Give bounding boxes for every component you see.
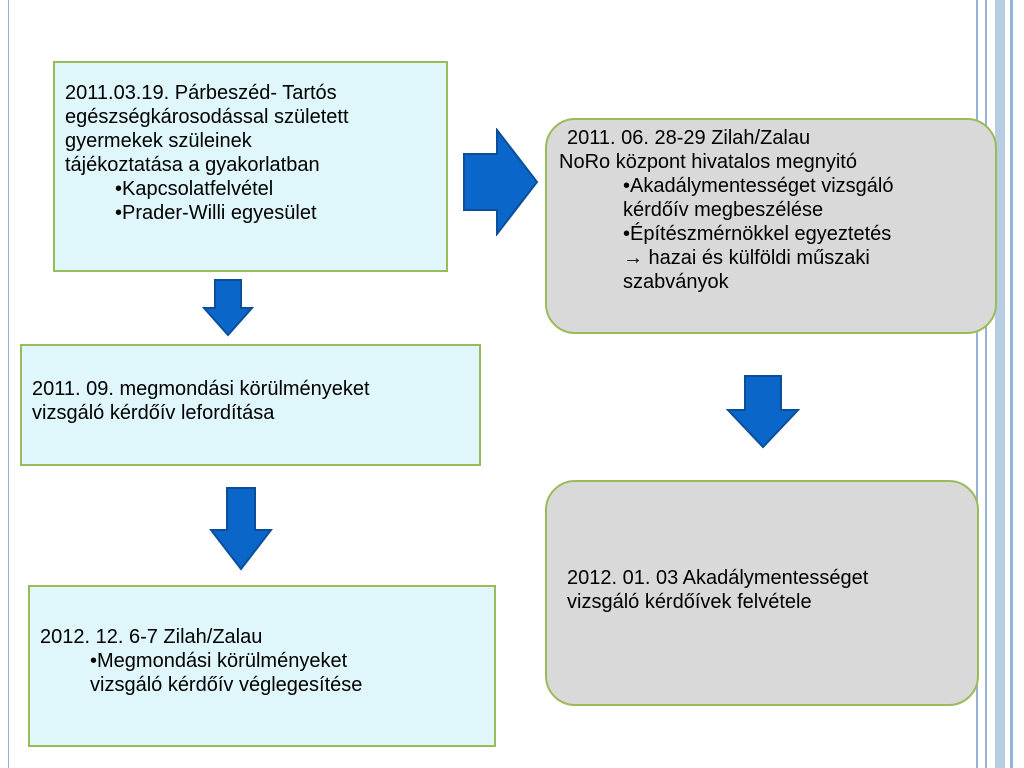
box2-line: NoRo központ hivatalos megnyitó (559, 151, 857, 173)
arrow-down-icon (726, 375, 800, 449)
box4-bullet: •Megmondási körülményeket (90, 650, 348, 672)
box5-line: 2012. 01. 03 Akadálymentességet (567, 567, 869, 589)
box3-line: 2011. 09. megmondási körülményeket (32, 378, 370, 400)
border-stripe-thick (995, 0, 1005, 768)
box4-line: 2012. 12. 6-7 Zilah/Zalau (40, 626, 263, 648)
box2-bullet: kérdőív megbeszélése (623, 199, 824, 221)
box-finalization-2012-12: 2012. 12. 6-7 Zilah/Zalau •Megmondási kö… (28, 585, 496, 747)
box4-bullet: vizsgáló kérdőív véglegesítése (90, 674, 363, 696)
box-survey-2012-01: 2012. 01. 03 Akadálymentességet vizsgáló… (545, 480, 979, 706)
box1-line: egészségkárosodással született (65, 106, 349, 128)
box2-bullet: •Építészmérnökkel egyeztetés (623, 223, 892, 245)
arrow-right-icon (463, 128, 539, 236)
arrow-down-icon (209, 487, 273, 571)
arrow-down-icon (202, 279, 254, 337)
box2-line: 2011. 06. 28-29 Zilah/Zalau (567, 127, 811, 149)
border-stripe-thin-2 (985, 0, 987, 768)
border-stripe-thin-1 (976, 0, 978, 768)
box-dialogue-2011-03: 2011.03.19. Párbeszéd- Tartós egészségká… (53, 61, 448, 272)
box3-line: vizsgáló kérdőív lefordítása (32, 402, 275, 424)
box1-line: tájékoztatása a gyakorlatban (65, 154, 320, 176)
box-translation-2011-09: 2011. 09. megmondási körülményeket vizsg… (20, 344, 481, 466)
left-border-line (8, 0, 9, 768)
box1-bullet: •Prader-Willi egyesület (115, 202, 317, 224)
box2-bullet: szabványok (623, 271, 729, 293)
box2-bullet: → hazai és külföldi műszaki (623, 247, 870, 269)
border-stripe-thin-3 (1010, 0, 1013, 768)
box5-line: vizsgáló kérdőívek felvétele (567, 591, 812, 613)
box1-line: 2011.03.19. Párbeszéd- Tartós (65, 82, 337, 104)
box1-line: gyermekek szüleinek (65, 130, 252, 152)
box-noro-opening-2011-06: 2011. 06. 28-29 Zilah/Zalau NoRo központ… (545, 118, 997, 334)
box1-bullet: •Kapcsolatfelvétel (115, 178, 274, 200)
box2-bullet: •Akadálymentességet vizsgáló (623, 175, 894, 197)
